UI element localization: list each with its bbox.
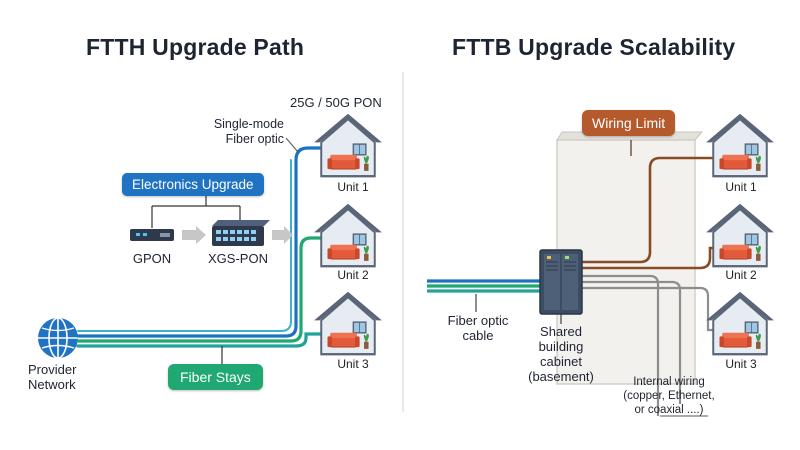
right-unit-2-label: Unit 2 [725,268,757,282]
house-icon [313,290,383,356]
internal-wiring-label: Internal wiring (copper, Ethernet, or co… [604,375,734,417]
provider-line-1: Provider [28,362,77,377]
house-icon [313,112,383,178]
building-cabinet-icon [539,249,583,315]
fiber-stays-badge: Fiber Stays [168,364,263,390]
globe-icon [38,317,78,359]
ftth-title: FTTH Upgrade Path [86,34,305,60]
cabinet-line-2: building [538,339,584,354]
xgs-pon-switch-icon [212,220,270,246]
fttb-title: FTTB Upgrade Scalability [452,34,736,60]
house-icon [705,290,775,356]
gpon-label: GPON [132,251,172,266]
fiber-cable-line-2: cable [462,328,494,343]
fiber-type-label: Single-mode Fiber optic [186,117,284,147]
fiber-cable-line-1: Fiber optic [447,313,509,328]
right-unit-1-label: Unit 1 [725,180,757,194]
cabinet-line-4: (basement) [528,369,594,384]
arrow-right-icon [272,226,293,244]
arrow-right-icon [182,226,206,244]
fttb-fiber-cable [427,279,540,293]
left-unit-1-label: Unit 1 [337,180,369,194]
fiber-type-line-1: Single-mode [213,117,284,131]
internal-wiring-line-3: or coaxial ....) [634,404,704,416]
internal-wiring-line-1: Internal wiring [633,376,705,388]
right-unit-3-label: Unit 3 [725,357,757,371]
xgs-pon-label: XGS-PON [208,251,268,266]
internal-wiring-line-2: (copper, Ethernet, [623,390,715,402]
shared-cabinet-label: Shared building cabinet (basement) [516,324,606,384]
house-icon [313,202,383,268]
pon-speed-label: 25G / 50G PON [290,95,382,110]
fiber-type-line-2: Fiber optic [225,132,284,146]
internal-wiring-grey [582,274,716,416]
wiring-limit-badge: Wiring Limit [582,110,676,136]
fiber-optic-cable-label: Fiber optic cable [436,313,520,343]
internal-wiring-brown [582,156,716,270]
cabinet-line-1: Shared [540,324,582,339]
house-icon [705,202,775,268]
left-unit-2-label: Unit 2 [337,268,369,282]
gpon-device-icon [130,229,174,241]
cabinet-line-3: cabinet [540,354,582,369]
ftth-fiber-cables [76,146,328,348]
left-unit-3-label: Unit 3 [337,357,369,371]
house-icon [705,112,775,178]
electronics-upgrade-badge: Electronics Upgrade [122,173,264,196]
provider-line-2: Network [28,377,76,392]
provider-network-label: Provider Network [28,362,76,392]
